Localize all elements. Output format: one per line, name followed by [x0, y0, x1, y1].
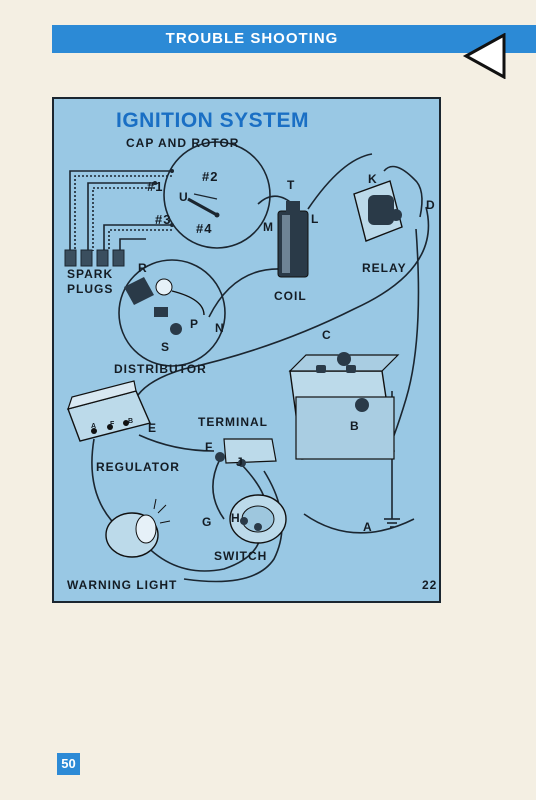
- label-point-h: H: [231, 511, 241, 525]
- label-cylinder-3: #3: [155, 212, 172, 227]
- label-regulator-a: A: [91, 423, 98, 430]
- distributor-internals: [124, 277, 205, 335]
- label-point-s: S: [161, 340, 171, 354]
- label-regulator-f: F: [110, 421, 116, 428]
- page-number: 50: [57, 753, 80, 775]
- label-point-u: U: [179, 190, 189, 204]
- label-coil: COIL: [274, 289, 307, 303]
- coil-relay-wire: [307, 153, 373, 210]
- regulator-shape: [67, 380, 151, 442]
- warning-light-shape: [105, 498, 171, 558]
- spark-plug-2: [80, 249, 93, 267]
- regulator-terminal-wire: [138, 434, 215, 452]
- label-point-r: R: [138, 261, 148, 275]
- page-header-title: TROUBLE SHOOTING: [165, 30, 339, 47]
- label-cap-and-rotor: CAP AND ROTOR: [126, 136, 240, 150]
- spark-plug-4: [112, 249, 125, 267]
- label-spark-plugs-line2: PLUGS: [67, 282, 114, 296]
- label-point-e: E: [148, 421, 158, 435]
- terminal-switch-wire-1: [212, 458, 225, 520]
- spark-plug-3: [96, 249, 109, 267]
- battery-loop-wire: [303, 513, 415, 534]
- label-spark-plugs-line1: SPARK: [67, 267, 114, 281]
- label-point-c: C: [322, 328, 332, 342]
- battery-shape: [288, 352, 400, 460]
- spark-plug-1: [64, 249, 77, 267]
- plug-wire-2: [87, 182, 155, 251]
- label-switch: SWITCH: [214, 549, 268, 563]
- back-arrow-icon[interactable]: [462, 33, 506, 79]
- label-point-f: F: [205, 440, 214, 454]
- figure-number: 22: [422, 578, 438, 592]
- plug-wire-4: [119, 238, 146, 251]
- label-distributor: DISTRIBUTOR: [114, 362, 207, 376]
- relay-k-wire: [383, 165, 423, 218]
- label-point-n: N: [215, 321, 225, 335]
- label-regulator-b: B: [128, 418, 135, 425]
- header-bar: TROUBLE SHOOTING: [52, 25, 536, 79]
- label-regulator: REGULATOR: [96, 460, 180, 474]
- label-cylinder-4: #4: [196, 221, 213, 236]
- relay-regulator-wire: [137, 206, 430, 396]
- wiring-diagram: [64, 141, 430, 583]
- dist-coil-wire: [208, 268, 283, 318]
- label-point-k: K: [368, 172, 378, 186]
- ignition-switch-shape: [229, 494, 287, 544]
- label-point-l: L: [311, 212, 320, 226]
- plug-wire-1: [69, 170, 172, 251]
- label-cylinder-2: #2: [202, 169, 219, 184]
- distributor-housing: [118, 259, 226, 367]
- label-point-a: A: [363, 520, 373, 534]
- plug-wire-3: [103, 224, 172, 251]
- terminal-switch-wire-3: [183, 470, 283, 583]
- label-point-t: T: [287, 178, 296, 192]
- label-terminal: TERMINAL: [198, 415, 268, 429]
- relay-shape: [353, 180, 403, 242]
- label-point-b: B: [350, 419, 360, 433]
- coil-shape: [277, 201, 309, 278]
- label-point-d: D: [426, 198, 436, 212]
- label-relay: RELAY: [362, 261, 407, 275]
- label-warning-light: WARNING LIGHT: [67, 578, 178, 592]
- terminal-block-shape: [215, 438, 277, 467]
- label-point-g: G: [202, 515, 213, 529]
- label-point-m: M: [263, 220, 274, 234]
- distributor-cap: [163, 141, 271, 249]
- label-point-p: P: [190, 317, 200, 331]
- ignition-diagram: IGNITION SYSTEM CAP AND ROTOR #1 #2 #3 #…: [52, 97, 441, 603]
- label-point-j: J: [236, 455, 244, 469]
- rotor-arm: [187, 197, 218, 217]
- warning-switch-wire: [139, 538, 261, 572]
- diagram-title: IGNITION SYSTEM: [116, 109, 310, 132]
- label-cylinder-1: #1: [147, 179, 164, 194]
